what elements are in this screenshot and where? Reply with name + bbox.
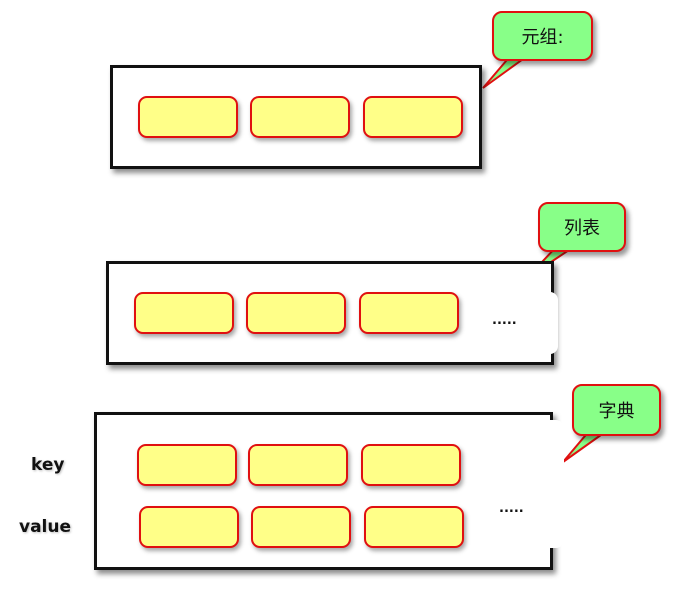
tuple-callout: 元组: (492, 11, 593, 61)
key-row-label: key (31, 455, 65, 475)
list-callout: 列表 (538, 202, 626, 252)
tuple-element (363, 96, 463, 138)
dict-value-cell (139, 506, 239, 548)
tuple-element (250, 96, 350, 138)
dict-value-cell (364, 506, 464, 548)
list-ellipsis: ..... (492, 313, 517, 328)
dict-ellipsis: ..... (499, 501, 524, 516)
dict-key-cell (248, 444, 348, 486)
list-open-edge (536, 292, 558, 354)
dict-key-cell (361, 444, 461, 486)
dict-value-cell (251, 506, 351, 548)
dict-container (94, 412, 553, 570)
dict-open-edge (538, 420, 564, 548)
list-container (106, 261, 554, 365)
list-element (134, 292, 234, 334)
tuple-element (138, 96, 238, 138)
value-row-label: value (19, 517, 72, 537)
tuple-container (110, 65, 482, 169)
list-element (246, 292, 346, 334)
dict-key-cell (137, 444, 237, 486)
list-element (359, 292, 459, 334)
dict-callout: 字典 (572, 384, 661, 436)
